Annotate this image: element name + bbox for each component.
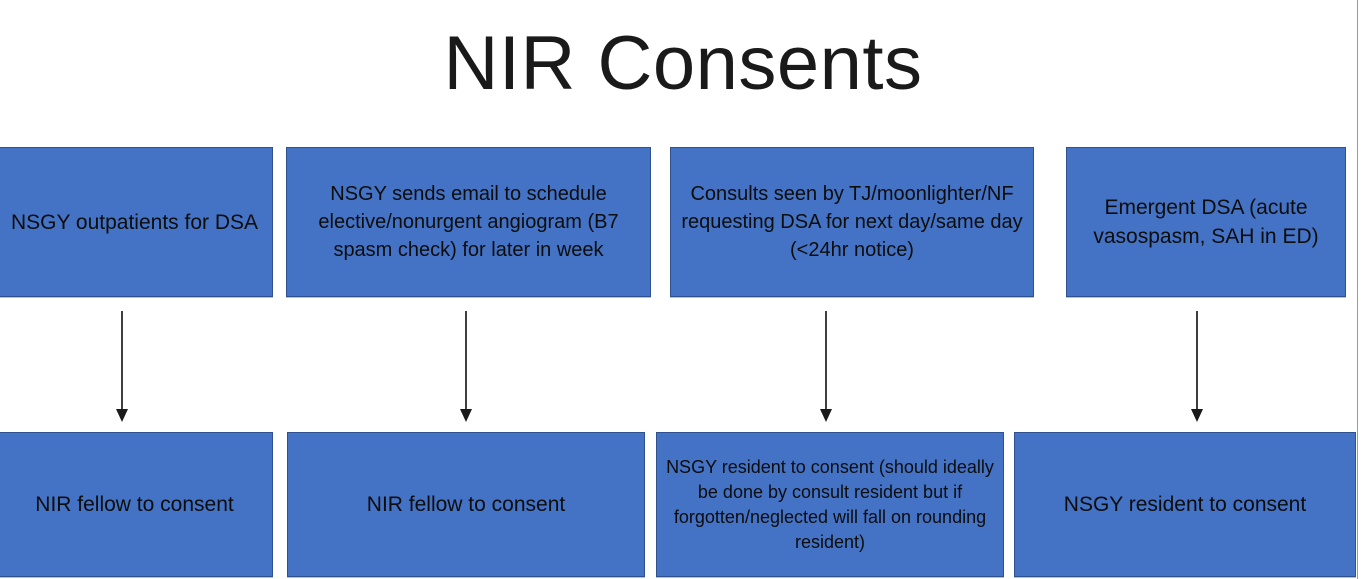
arrow-head xyxy=(460,409,472,422)
flow-node-outcome-2[interactable]: NIR fellow to consent xyxy=(287,432,645,577)
page-title: NIR Consents xyxy=(443,21,923,106)
arrow-head xyxy=(820,409,832,422)
flow-node-source-1-label: NSGY outpatients for DSA xyxy=(10,210,259,234)
arrow-down-icon-4 xyxy=(1190,311,1204,424)
flow-node-source-3[interactable]: Consults seen by TJ/moonlighter/NF reque… xyxy=(670,147,1034,297)
arrow-down-icon-1 xyxy=(115,311,129,424)
flow-node-source-1[interactable]: NSGY outpatients for DSA xyxy=(0,147,273,297)
arrow-shaft xyxy=(825,311,827,411)
flow-node-outcome-4[interactable]: NSGY resident to consent xyxy=(1014,432,1356,577)
flow-node-outcome-3[interactable]: NSGY resident to consent (should ideally… xyxy=(656,432,1004,577)
arrow-down-icon-2 xyxy=(459,311,473,424)
arrow-head xyxy=(1191,409,1203,422)
flow-node-source-4-label: Emergent DSA (acute vasospasm, SAH in ED… xyxy=(1093,196,1319,248)
arrow-shaft xyxy=(121,311,123,411)
flow-node-source-2[interactable]: NSGY sends email to schedule elective/no… xyxy=(286,147,651,297)
flow-node-source-4[interactable]: Emergent DSA (acute vasospasm, SAH in ED… xyxy=(1066,147,1346,297)
slide-right-edge-rule xyxy=(1357,0,1358,579)
flow-node-outcome-1[interactable]: NIR fellow to consent xyxy=(0,432,273,577)
arrow-shaft xyxy=(465,311,467,411)
flow-node-source-3-label: Consults seen by TJ/moonlighter/NF reque… xyxy=(681,183,1023,261)
arrow-down-icon-3 xyxy=(819,311,833,424)
flow-node-outcome-1-label: NIR fellow to consent xyxy=(35,493,234,516)
flow-node-outcome-3-label: NSGY resident to consent (should ideally… xyxy=(666,456,994,552)
flow-node-outcome-2-label: NIR fellow to consent xyxy=(366,493,566,516)
flow-node-outcome-4-label: NSGY resident to consent xyxy=(1063,493,1307,516)
arrow-shaft xyxy=(1196,311,1198,411)
flow-node-source-2-label: NSGY sends email to schedule elective/no… xyxy=(318,183,619,261)
arrow-head xyxy=(116,409,128,422)
